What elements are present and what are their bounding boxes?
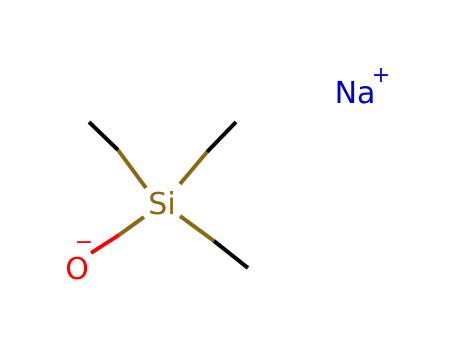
bond-si-methyl-upper-left bbox=[87, 120, 148, 190]
sodium-charge-label: + bbox=[372, 63, 390, 88]
bond-si-methyl-upper-right bbox=[178, 120, 238, 186]
oxygen-charge-label: − bbox=[75, 230, 93, 255]
bond-si-oxygen bbox=[89, 215, 146, 255]
atom-oxygen-label: O bbox=[65, 252, 89, 287]
bond-si-methyl-lower-right bbox=[178, 214, 250, 270]
atom-sodium-label: Na bbox=[335, 76, 376, 111]
atom-silicon-label: Si bbox=[148, 187, 175, 222]
